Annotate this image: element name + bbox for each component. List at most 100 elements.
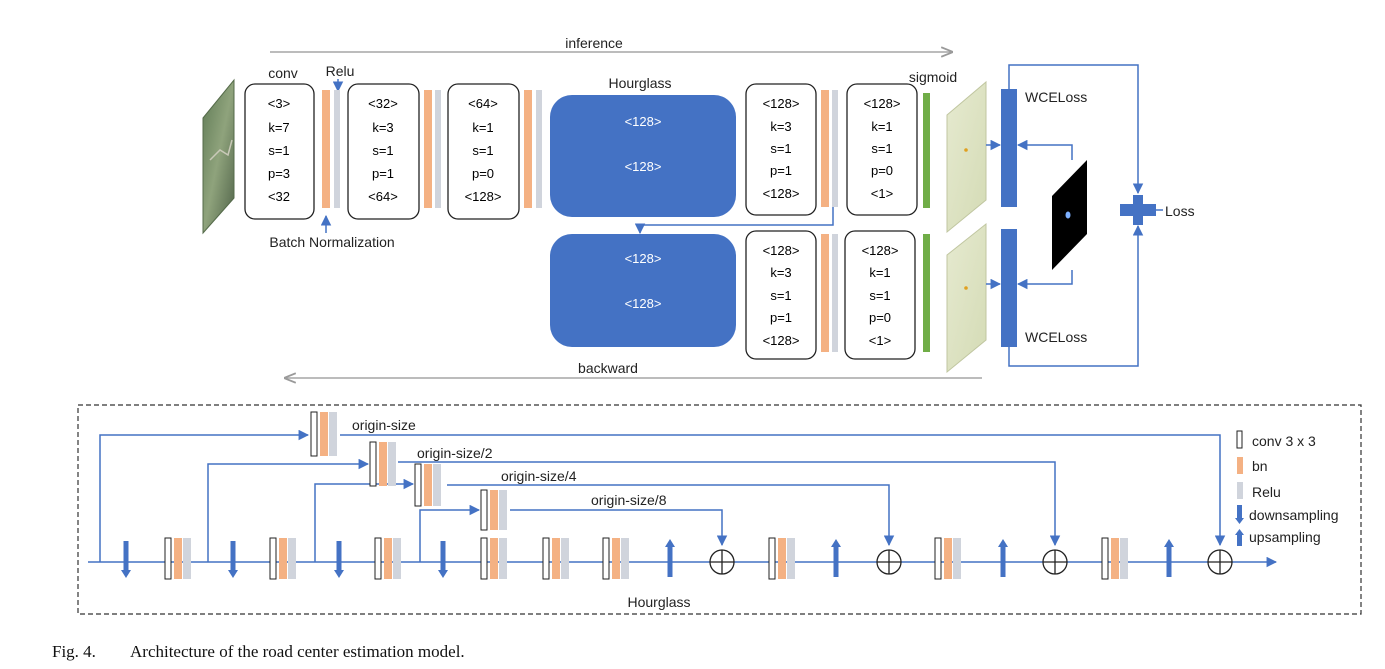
- skip-connection-origin-size-8: [419, 504, 728, 562]
- head-top-conv-1-line-1: <128>: [763, 96, 800, 111]
- skip-module-origin-size-8: [480, 489, 507, 531]
- prediction-map-bottom: [946, 222, 987, 374]
- relu-block: [1120, 538, 1128, 579]
- main-module-8: [934, 537, 961, 580]
- conv-block-1: <3> k=7 s=1 p=3 <32: [244, 83, 315, 220]
- conv-3x3-block: [602, 537, 610, 580]
- legend: conv 3 x 3 bn Relu downsampling upsampli…: [1235, 430, 1339, 546]
- legend-bn-swatch: [1237, 457, 1243, 474]
- head-bottom-conv-1-line-5: <128>: [763, 333, 800, 348]
- bn-block: [279, 538, 287, 579]
- relu-bar-2: [435, 90, 441, 208]
- stack-connector-arrow: [634, 207, 834, 235]
- legend-upsampling-arrowhead: [1235, 529, 1244, 535]
- prediction-map-top: [946, 80, 987, 234]
- head-top-conv-1-line-5: <128>: [763, 186, 800, 201]
- bn-block: [612, 538, 620, 579]
- head-bottom-conv-1-line-3: s=1: [770, 288, 791, 303]
- bn-block: [778, 538, 786, 579]
- input-road-trace: [209, 139, 233, 161]
- skip-module-origin-size-2: [369, 441, 396, 487]
- legend-bn-label: bn: [1252, 458, 1268, 474]
- wce-loss-bar-bottom: [1001, 229, 1017, 347]
- wce-bottom-to-loss-arrow: [1008, 224, 1144, 367]
- conv-block-1-line-2: k=7: [268, 120, 289, 135]
- head-bottom-conv-2-line-4: p=0: [869, 310, 891, 325]
- legend-relu-swatch: [1237, 482, 1243, 499]
- wce-loss-label-top: WCELoss: [1025, 89, 1087, 105]
- conv-block-3-line-1: <64>: [468, 96, 498, 111]
- hourglass-block-2: <128> <128>: [550, 234, 736, 347]
- head-bottom-conv-2-line-2: k=1: [869, 265, 890, 280]
- conv-block-3-line-4: p=0: [472, 166, 494, 181]
- hourglass-label: Hourglass: [608, 75, 671, 91]
- gt-to-wce-bottom-arrow: [1016, 270, 1073, 290]
- figure-caption: Fig. 4. Architecture of the road center e…: [52, 642, 465, 662]
- relu-block: [499, 538, 507, 579]
- bn-block: [424, 464, 432, 506]
- downsampling-marker-1: [121, 541, 131, 578]
- conv-block-3-line-2: k=1: [472, 120, 493, 135]
- conv-3x3-block: [768, 537, 776, 580]
- figure-caption-text: Architecture of the road center estimati…: [130, 642, 465, 661]
- addition-node-1: [709, 549, 735, 575]
- conv-block-3-line-5: <128>: [465, 189, 502, 204]
- downsampling-marker-2: [228, 541, 238, 578]
- hourglass-2-input: <128>: [625, 251, 662, 266]
- batch-normalization-label: Batch Normalization: [269, 234, 394, 250]
- head-top-conv-2-line-3: s=1: [871, 141, 892, 156]
- bn-bar-3: [524, 90, 532, 208]
- conv-3x3-block: [934, 537, 942, 580]
- conv-block-2: <32> k=3 s=1 p=1 <64>: [347, 83, 420, 220]
- bn-block: [490, 490, 498, 530]
- head-bottom-conv-1: <128> k=3 s=1 p=1 <128>: [745, 230, 817, 360]
- addition-node-4: [1207, 549, 1233, 575]
- main-module-9: [1101, 537, 1128, 580]
- head-top-relu-bar: [832, 90, 838, 207]
- conv-block-1-line-5: <32: [268, 189, 290, 204]
- hourglass-bottom-label: Hourglass: [627, 594, 690, 610]
- relu-bar-1: [334, 90, 340, 208]
- addition-node-2: [876, 549, 902, 575]
- downsampling-marker-3: [334, 541, 344, 578]
- relu-block: [621, 538, 629, 579]
- head-top-conv-2-line-1: <128>: [864, 96, 901, 111]
- skip-connection-origin-size: [99, 429, 1226, 562]
- hourglass-1-input: <128>: [625, 114, 662, 129]
- skip-module-origin-size-4: [414, 463, 441, 507]
- relu-block: [288, 538, 296, 579]
- hourglass-1-output: <128>: [625, 159, 662, 174]
- gt-to-wce-top-arrow: [1016, 139, 1073, 160]
- residual-modules: [164, 411, 1128, 580]
- conv-3x3-block: [374, 537, 382, 580]
- conv-3x3-block: [1101, 537, 1109, 580]
- conv-3x3-block: [480, 537, 488, 580]
- head-bottom-relu-bar: [832, 234, 838, 352]
- bn-block: [384, 538, 392, 579]
- legend-conv-label: conv 3 x 3: [1252, 433, 1316, 449]
- legend-downsampling-swatch: [1237, 505, 1242, 519]
- conv-block-2-line-5: <64>: [368, 189, 398, 204]
- relu-block: [329, 412, 337, 456]
- main-module-1: [164, 537, 191, 580]
- conv-block-1-line-4: p=3: [268, 166, 290, 181]
- figure-number: Fig. 4.: [52, 642, 96, 661]
- conv-block-1-line-3: s=1: [268, 143, 289, 158]
- head-top-conv-2-line-2: k=1: [871, 119, 892, 134]
- main-module-4: [480, 537, 507, 580]
- conv-block-2-line-3: s=1: [372, 143, 393, 158]
- relu-block: [393, 538, 401, 579]
- head-top-conv-1: <128> k=3 s=1 p=1 <128>: [745, 83, 817, 216]
- legend-downsampling-label: downsampling: [1249, 507, 1339, 523]
- conv-3x3-block: [164, 537, 172, 580]
- skip-connection-origin-size-2: [207, 458, 1061, 562]
- relu-block: [183, 538, 191, 579]
- conv-block-3: <64> k=1 s=1 p=0 <128>: [447, 83, 520, 220]
- sigmoid-label: sigmoid: [909, 69, 957, 85]
- architecture-diagram: inference backward conv Relu Batch Norma…: [77, 35, 1362, 615]
- head-top-conv-1-line-4: p=1: [770, 163, 792, 178]
- head-top-conv-1-line-2: k=3: [770, 119, 791, 134]
- main-module-6: [602, 537, 629, 580]
- head-bottom-conv-2-line-3: s=1: [869, 288, 890, 303]
